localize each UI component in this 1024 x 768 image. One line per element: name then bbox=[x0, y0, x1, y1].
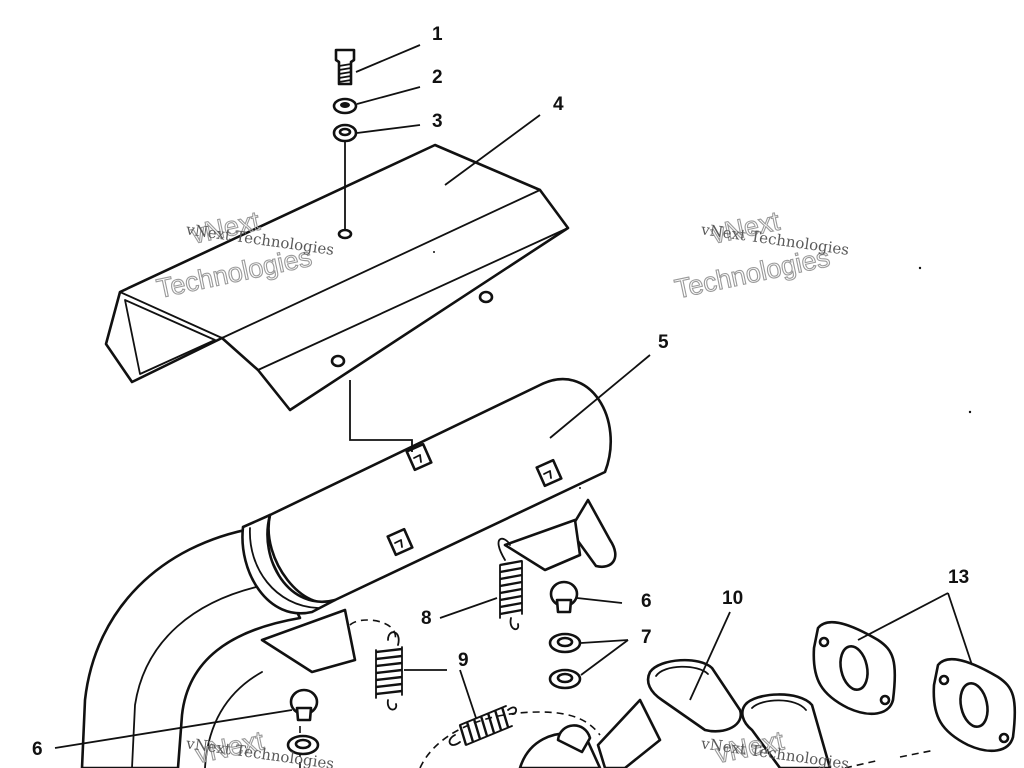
manifold-pipe bbox=[646, 658, 832, 768]
spring-9-angled bbox=[448, 705, 517, 746]
gasket-13-b bbox=[932, 657, 1017, 753]
washer-7-upper bbox=[548, 632, 582, 654]
muffler-clip-3 bbox=[386, 527, 414, 557]
rivet-6-right bbox=[549, 580, 579, 614]
spring-9-vertical bbox=[375, 631, 403, 711]
flat-washer-top bbox=[332, 123, 358, 143]
screw bbox=[334, 48, 356, 86]
y-pipe bbox=[518, 698, 662, 768]
washer-7-lower bbox=[548, 668, 582, 690]
callout-6-right: 6 bbox=[641, 591, 652, 612]
muffler bbox=[241, 377, 617, 674]
muffler-clip-2 bbox=[535, 458, 563, 488]
heat-shield bbox=[104, 143, 570, 412]
callout-10: 10 bbox=[722, 588, 743, 609]
callout-8: 8 bbox=[421, 608, 432, 629]
callout-numbers: 1 2 3 4 5 6 7 8 9 10 13 6 bbox=[32, 24, 969, 760]
callout-1: 1 bbox=[432, 24, 443, 45]
gasket-13-a bbox=[812, 620, 897, 716]
callout-13: 13 bbox=[948, 567, 969, 588]
callout-9: 9 bbox=[458, 650, 469, 671]
washer-left bbox=[286, 734, 320, 756]
exhaust-pipe bbox=[80, 526, 302, 768]
callout-7: 7 bbox=[641, 627, 652, 648]
callout-4: 4 bbox=[553, 94, 564, 115]
scan-specks bbox=[433, 251, 972, 489]
callout-6-left: 6 bbox=[32, 739, 43, 760]
spring-8 bbox=[497, 537, 523, 631]
rivet-6-left bbox=[289, 688, 319, 722]
callout-3: 3 bbox=[432, 111, 443, 132]
callout-2: 2 bbox=[432, 67, 443, 88]
callout-5: 5 bbox=[658, 332, 669, 353]
leader-lines bbox=[54, 44, 973, 749]
lock-washer bbox=[332, 97, 358, 115]
shield-hole bbox=[337, 228, 353, 240]
